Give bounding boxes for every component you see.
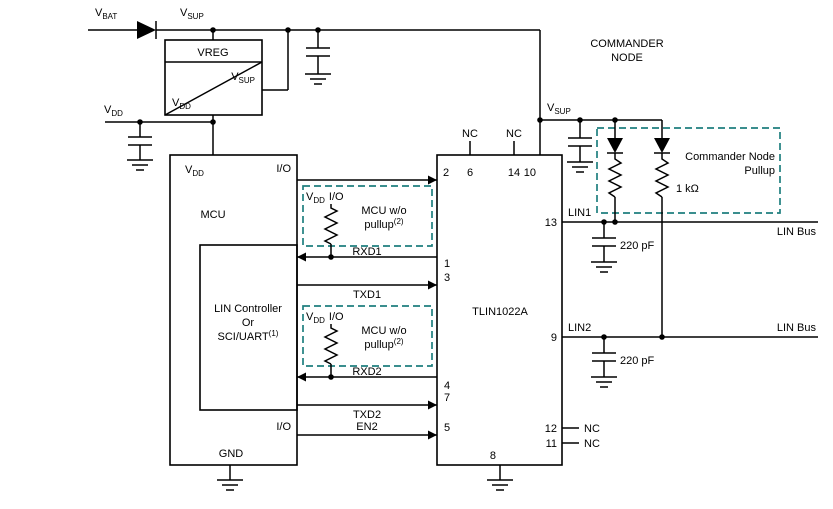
tlin-title: TLIN1022A	[472, 306, 528, 318]
junction-dot	[537, 117, 543, 123]
pin13-number: 13	[545, 217, 557, 229]
junction-dot	[328, 254, 334, 260]
pin14-number: 14	[508, 167, 520, 179]
lin-controller-line1: LIN Controller	[214, 303, 282, 315]
vbat-label: VBAT	[95, 7, 117, 21]
vdd-rail: VDD	[104, 104, 216, 171]
arrow-right-icon	[428, 430, 437, 440]
dashed-note-box	[302, 185, 433, 247]
vreg-block: VREG VSUP VDD	[164, 30, 289, 116]
pullup-resistor-icon	[323, 324, 339, 365]
nc-label-pin11: NC	[584, 438, 600, 450]
pullup-resistor-icon	[323, 204, 339, 245]
arrow-left-icon	[297, 252, 306, 262]
vbat-rail: VBAT VSUP	[88, 7, 540, 85]
pin5-number: 5	[444, 422, 450, 434]
vreg-diagonal	[164, 61, 263, 116]
pin8-number: 8	[490, 450, 496, 462]
signal-wires: RXD1 TXD1 RXD2 TXD2 EN2	[297, 175, 437, 440]
dashed-note-box	[302, 305, 433, 367]
mcu-gnd-label: GND	[219, 448, 244, 460]
pullup-resistor-value: 1 kΩ	[676, 183, 699, 195]
arrow-right-icon	[428, 280, 437, 290]
txd2-label: TXD2	[353, 409, 381, 421]
pullup-diode-icon	[654, 138, 670, 153]
vreg-vdd-label: VDD	[172, 97, 191, 111]
lin-bus-section: LIN1 220 pF LIN Bus LIN2 220 pF LIN Bus	[562, 207, 818, 388]
commander-line2: NODE	[611, 52, 643, 64]
pullup-box-label-line1: Commander Node	[685, 151, 775, 163]
lin2-label: LIN2	[568, 322, 591, 334]
arrow-right-icon	[428, 400, 437, 410]
pin6-number: 6	[467, 167, 473, 179]
vsup-label-right: VSUP	[547, 102, 571, 116]
pin9-number: 9	[551, 332, 557, 344]
mcu-vdd-label: VDD	[185, 164, 204, 178]
vdd-label-left: VDD	[104, 104, 123, 118]
junction-dot	[210, 119, 216, 125]
pullup-box-label-line2: Pullup	[744, 165, 775, 177]
rxd2-label: RXD2	[352, 366, 381, 378]
series-diode-icon	[137, 21, 156, 39]
lin2-bus-label: LIN Bus	[777, 322, 817, 334]
lin-controller-outline	[199, 244, 298, 411]
lin1-bus-label: LIN Bus	[777, 226, 817, 238]
note-line1: MCU w/o	[361, 325, 406, 337]
lin-controller-line3: SCI/UART(1)	[218, 329, 279, 343]
vsup-label-top: VSUP	[180, 7, 204, 21]
mcu-title: MCU	[200, 209, 225, 221]
lin2-cap-value: 220 pF	[620, 355, 655, 367]
en2-label: EN2	[356, 421, 377, 433]
note-line2: pullup(2)	[364, 217, 403, 231]
nc-label-pin6: NC	[462, 128, 478, 140]
pullup-resistor-icon	[654, 153, 670, 198]
arrow-right-icon	[428, 175, 437, 185]
vsup-right-rail: VSUP	[537, 30, 662, 173]
pin10-number: 10	[524, 167, 536, 179]
dashed-pullup-box	[596, 127, 781, 214]
note-line2: pullup(2)	[364, 337, 403, 351]
junction-dot	[328, 374, 334, 380]
nc-label-pin14: NC	[506, 128, 522, 140]
txd1-label: TXD1	[353, 289, 381, 301]
pin3-number: 3	[444, 272, 450, 284]
lin-controller-line2: Or	[242, 317, 255, 329]
vreg-title: VREG	[197, 47, 228, 59]
lin1-label: LIN1	[568, 207, 591, 219]
nc-label-pin12: NC	[584, 423, 600, 435]
mcu-io-top-label: I/O	[276, 163, 291, 175]
commander-line1: COMMANDER	[590, 38, 663, 50]
pullup-resistor-icon	[607, 153, 623, 198]
mcu-io-bottom-label: I/O	[276, 421, 291, 433]
pin4-number: 4	[444, 380, 450, 392]
pin7-number: 7	[444, 392, 450, 404]
arrow-left-icon	[297, 372, 306, 382]
pin12-number: 12	[545, 423, 557, 435]
commander-node-caption: COMMANDER NODE	[590, 38, 663, 64]
tlin1022a-block: TLIN1022A NC NC 2 6 14 10 1 3 4 7 5 13 9…	[436, 128, 600, 491]
pin1-number: 1	[444, 258, 450, 270]
pin11-number: 11	[546, 438, 557, 450]
vreg-vsup-label: VSUP	[231, 71, 255, 85]
note-line1: MCU w/o	[361, 205, 406, 217]
pullup-diode-icon	[607, 138, 623, 153]
pin2-number: 2	[443, 167, 449, 179]
lin1-cap-value: 220 pF	[620, 240, 655, 252]
rxd1-label: RXD1	[352, 246, 381, 258]
mcu-block: VDD I/O MCU LIN Controller Or SCI/UART(1…	[169, 154, 298, 491]
